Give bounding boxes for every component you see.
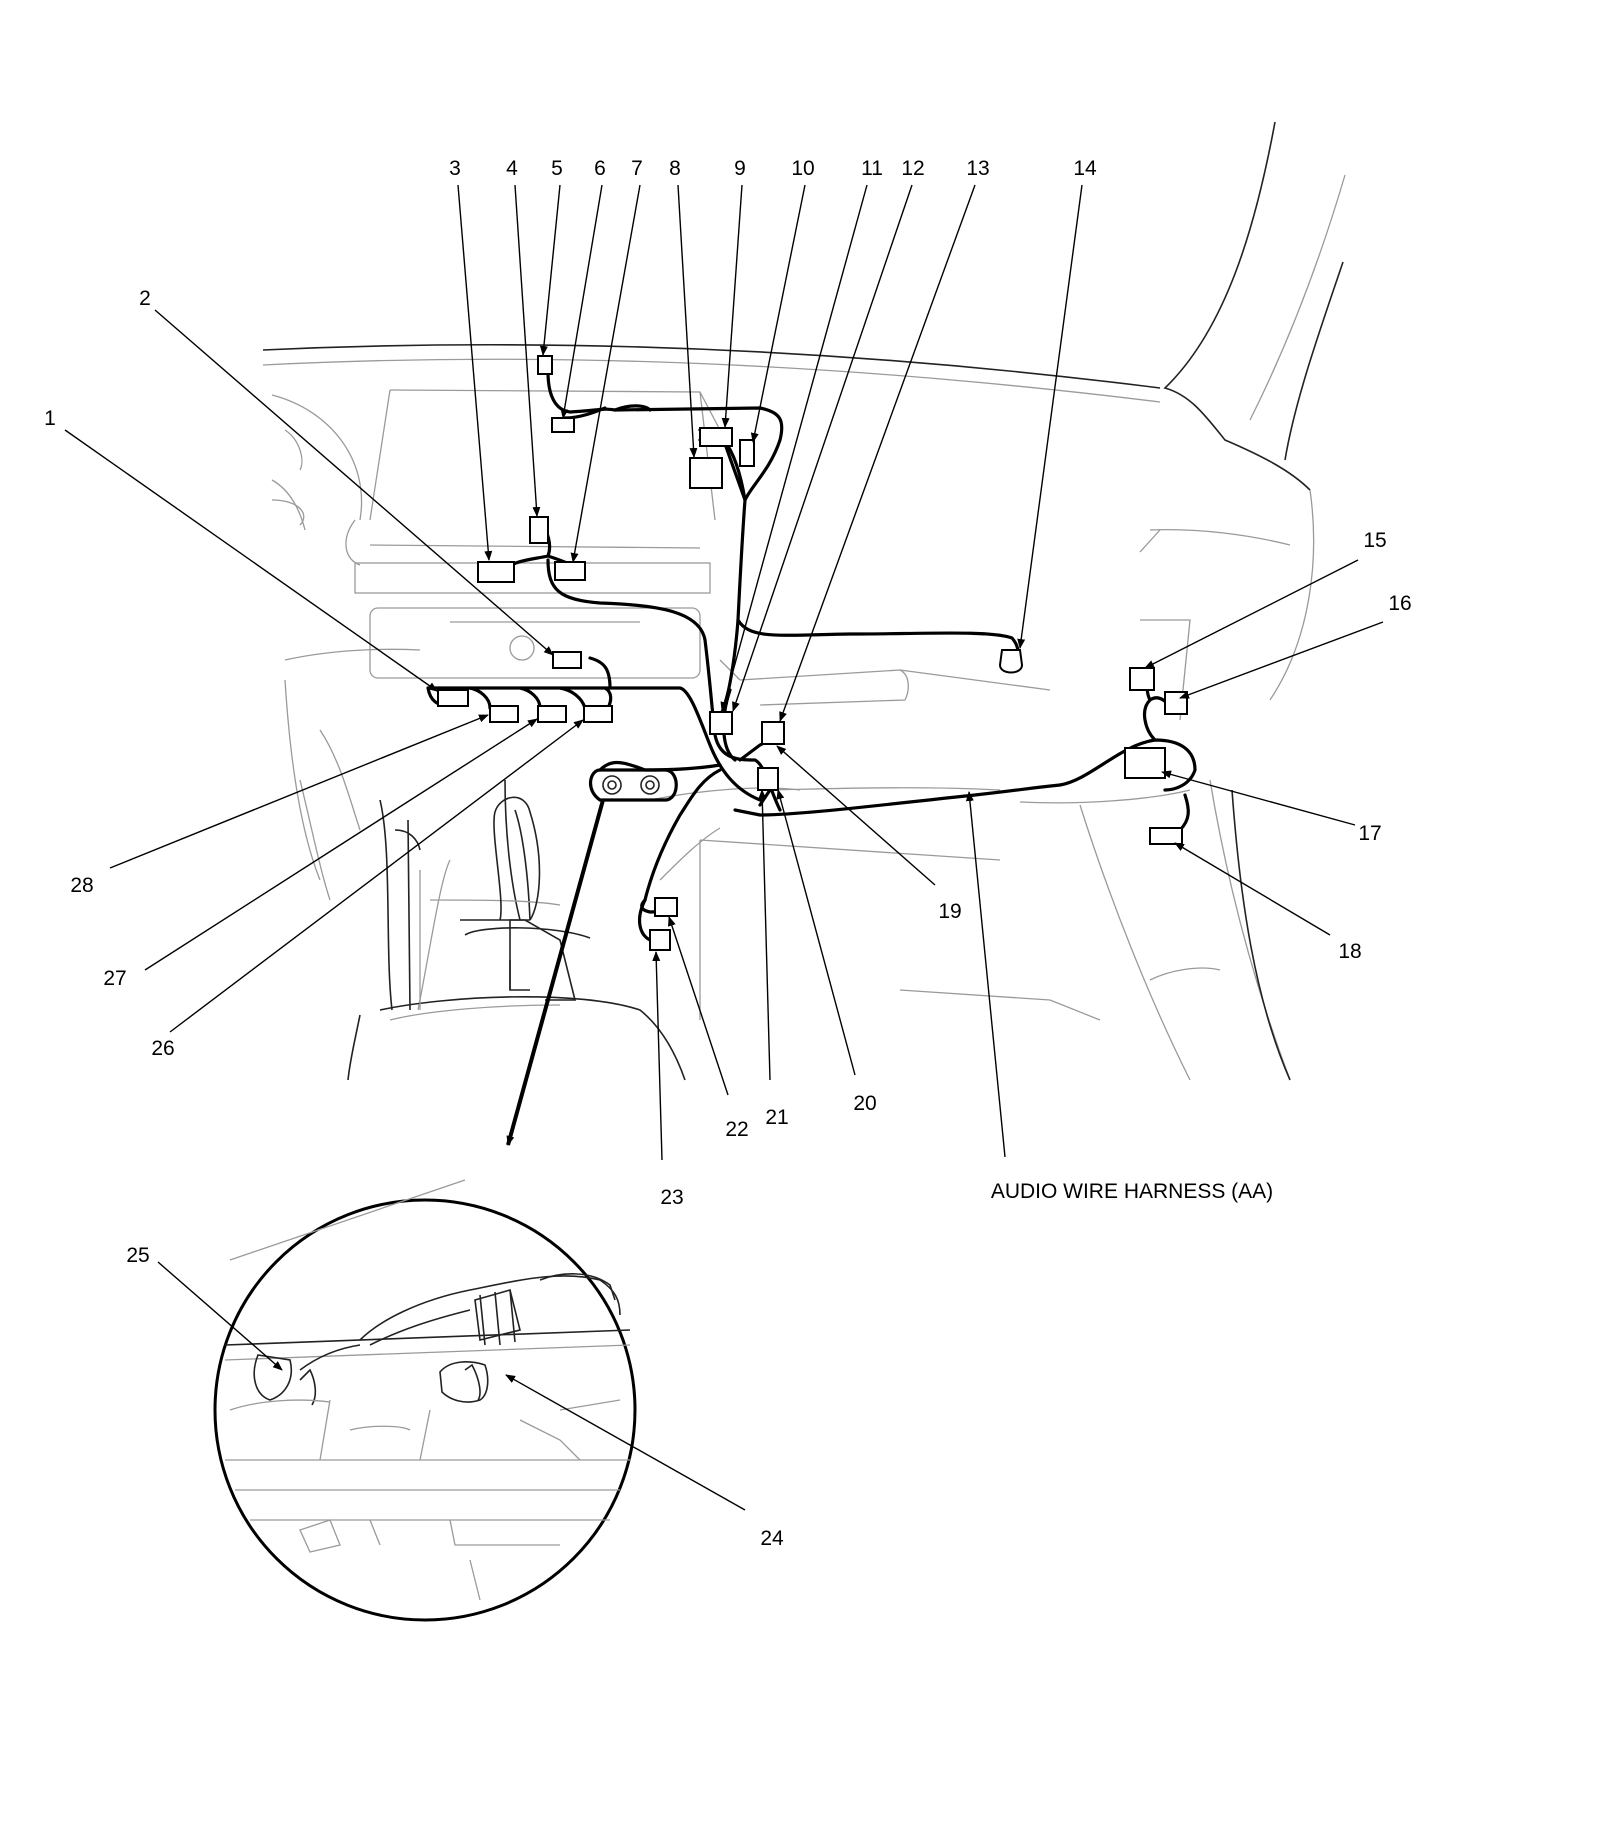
callout-13: 13 (966, 157, 989, 180)
connector-17 (1124, 747, 1166, 779)
callout-14: 14 (1073, 157, 1097, 180)
connector-1 (437, 689, 469, 707)
callout-16: 16 (1388, 592, 1411, 615)
callout-28: 28 (70, 874, 93, 897)
callout-20: 20 (853, 1092, 876, 1115)
connector-9 (699, 427, 733, 447)
callout-5: 5 (551, 157, 563, 180)
dashboard-outline (262, 121, 1346, 1081)
callout-15: 15 (1363, 529, 1386, 552)
callout-4: 4 (506, 157, 518, 180)
connector-18 (1149, 827, 1183, 845)
callout-27: 27 (103, 967, 126, 990)
connector-19 (761, 721, 785, 745)
detail-inset (213, 1179, 637, 1622)
callout-17: 17 (1358, 822, 1381, 845)
callout-8: 8 (669, 157, 681, 180)
callout-25: 25 (126, 1244, 149, 1267)
connector-8 (689, 457, 723, 489)
connector-20 (757, 767, 779, 791)
connector-6 (551, 417, 575, 433)
callout-10: 10 (791, 157, 814, 180)
callout-26: 26 (151, 1037, 174, 1060)
connector-15 (1129, 667, 1155, 691)
callout-24: 24 (760, 1527, 784, 1550)
callout-21: 21 (765, 1106, 788, 1129)
connector-14 (998, 649, 1024, 674)
callout-22: 22 (725, 1118, 748, 1141)
connector-5 (537, 355, 553, 375)
callout-labels: 1 2 3 4 5 6 7 8 9 10 11 12 13 14 15 16 1… (44, 157, 1412, 1550)
connectors (437, 355, 1188, 951)
connector-10 (739, 439, 755, 467)
callout-23: 23 (660, 1186, 683, 1209)
callout-2: 2 (139, 287, 151, 310)
callout-6: 6 (594, 157, 606, 180)
callout-12: 12 (901, 157, 924, 180)
callout-1: 1 (44, 407, 56, 430)
callout-18: 18 (1338, 940, 1361, 963)
callout-3: 3 (449, 157, 461, 180)
callout-9: 9 (734, 157, 746, 180)
connector-2 (552, 651, 582, 669)
connector-4 (529, 516, 549, 544)
connector-22 (654, 897, 678, 917)
connector-11 (709, 711, 733, 735)
connector-27 (537, 705, 567, 723)
harness-label: AUDIO WIRE HARNESS (AA) (991, 1180, 1273, 1203)
connector-7 (554, 561, 586, 581)
connector-28 (489, 705, 519, 723)
connector-16 (1164, 691, 1188, 715)
connector-3 (477, 561, 515, 583)
twin-grommet (589, 768, 678, 802)
connector-26 (583, 705, 613, 723)
callout-7: 7 (631, 157, 643, 180)
callout-19: 19 (938, 900, 961, 923)
connector-23 (649, 929, 671, 951)
leader-lines (64, 184, 1384, 1511)
callout-11: 11 (861, 157, 883, 180)
